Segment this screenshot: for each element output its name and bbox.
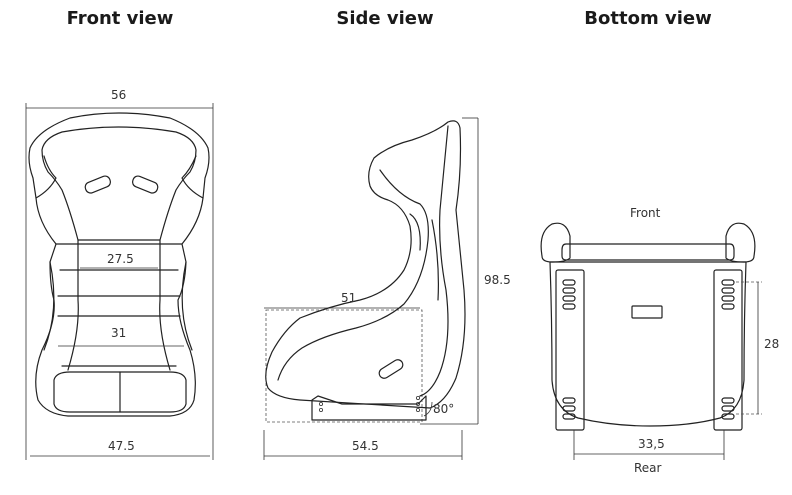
front-lower-back-label: 31	[111, 326, 127, 340]
side-view-drawing	[263, 117, 479, 460]
front-top-width-label: 56	[111, 88, 127, 102]
side-height-label: 98.5	[484, 273, 511, 287]
side-angle-label: 80°	[433, 402, 455, 416]
bottom-front-label: Front	[630, 206, 661, 220]
side-base-depth-label: 54.5	[352, 439, 379, 453]
bottom-view-title: Bottom view	[584, 8, 712, 29]
front-upper-back-label: 27.5	[107, 252, 134, 266]
right-rail-slots	[721, 279, 735, 420]
bottom-rail-width-label: 33,5	[638, 437, 665, 451]
front-base-width-label: 47.5	[108, 439, 135, 453]
bottom-rail-length-label: 28	[764, 337, 780, 351]
bottom-view-drawing	[540, 222, 762, 460]
left-rail-slots	[562, 279, 576, 420]
side-view-title: Side view	[336, 8, 434, 29]
front-view-title: Front view	[66, 8, 174, 29]
bottom-rear-label: Rear	[634, 461, 662, 475]
front-view-drawing	[25, 103, 214, 460]
side-depth-label: 51	[341, 291, 357, 305]
